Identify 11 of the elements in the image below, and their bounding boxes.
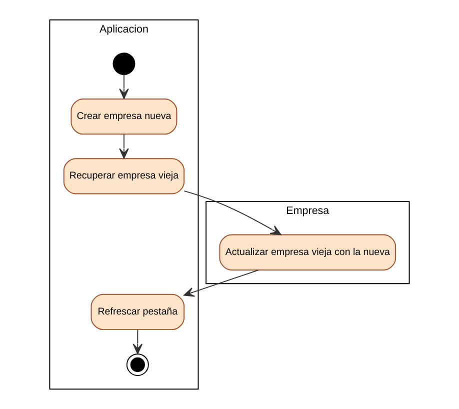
arrow [184, 270, 259, 297]
arrow [184, 190, 282, 236]
arrow [119, 74, 129, 100]
node-box: Recuperar empresa vieja [63, 158, 185, 194]
node-box: Crear empresa nueva [70, 98, 178, 135]
node-box: Refrescar pestaña [90, 294, 185, 330]
arrow [132, 329, 143, 354]
node-bullseye [126, 354, 149, 376]
arrow [119, 134, 129, 159]
node-circle [112, 52, 136, 76]
node-box: Actualizar empresa vieja con la nueva [219, 234, 396, 270]
